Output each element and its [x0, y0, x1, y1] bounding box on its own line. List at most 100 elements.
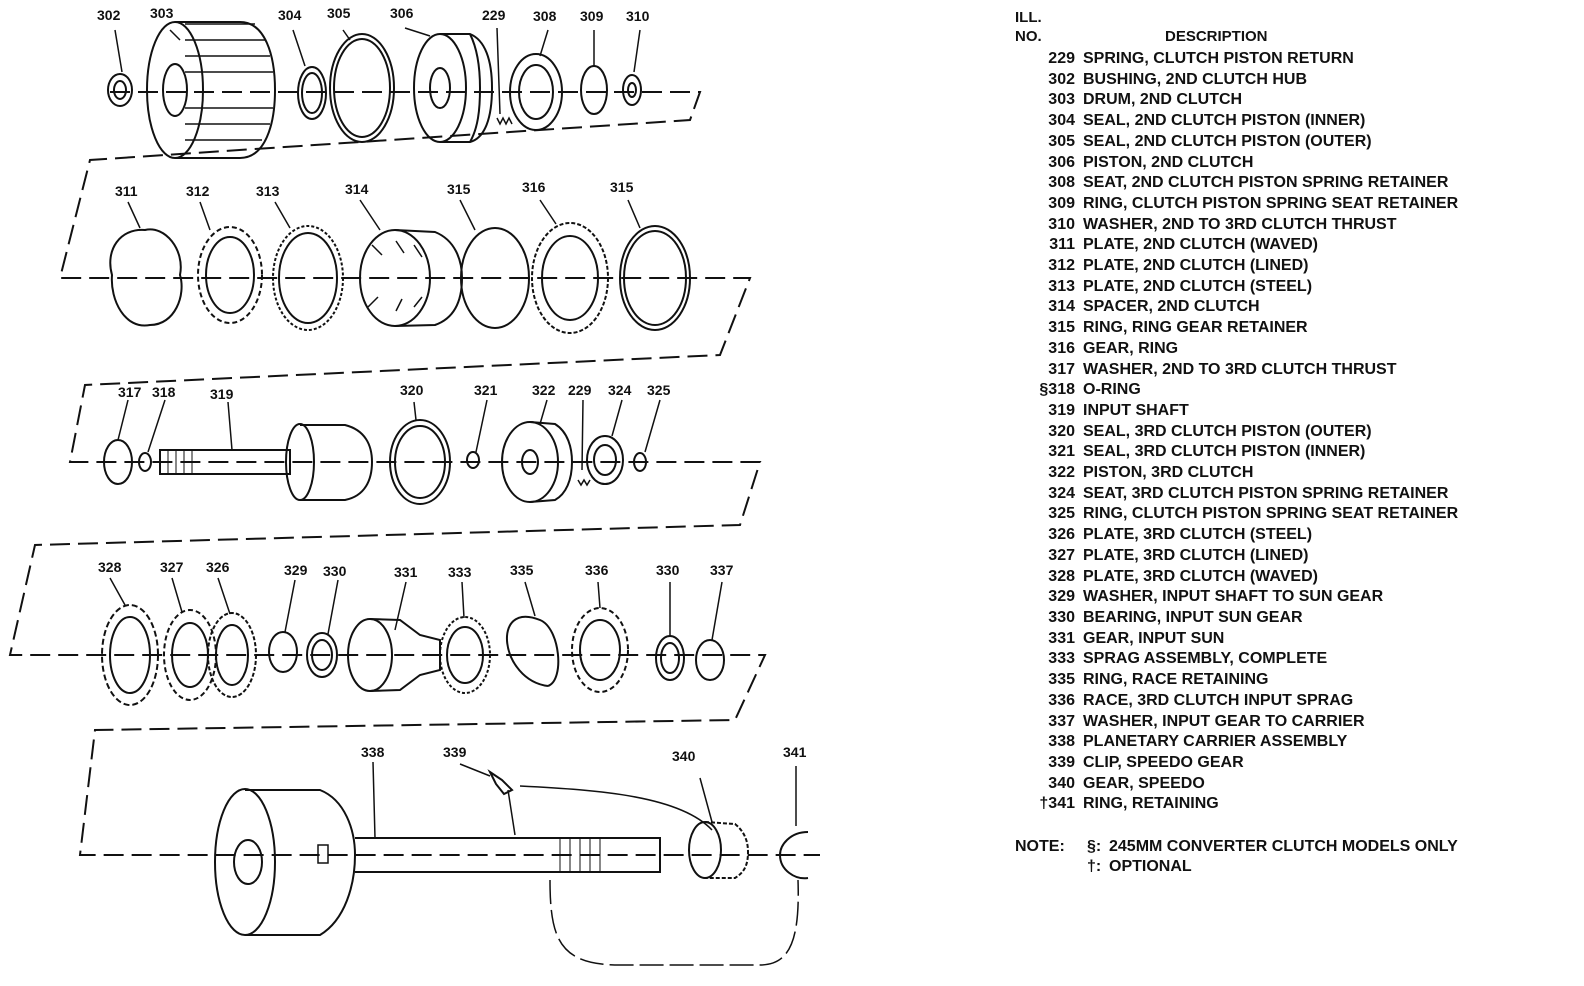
part-311-waved-plate — [109, 228, 183, 327]
part-330-bearing-right — [655, 635, 685, 681]
assembly-centerline — [8, 91, 820, 856]
legend-entry-description: O-RING — [1083, 381, 1141, 399]
legend-entry-number: 339 — [1048, 753, 1075, 771]
legend-entry: §318 O-RING — [1015, 380, 1575, 401]
part-328-waved-plate — [101, 604, 159, 706]
legend-entry-description: SEAL, 3RD CLUTCH PISTON (OUTER) — [1083, 422, 1372, 440]
part-310-washer — [622, 74, 642, 106]
callout-325: 325 — [647, 382, 671, 398]
legend-entry-number: 309 — [1048, 194, 1075, 212]
part-229-spring-row3 — [577, 478, 591, 487]
legend-entry-description: SEAT, 2ND CLUTCH PISTON SPRING RETAINER — [1083, 174, 1449, 192]
legend-entry-number: 310 — [1048, 215, 1075, 233]
legend-entry: 339 CLIP, SPEEDO GEAR — [1015, 753, 1575, 774]
callout-315: 315 — [447, 181, 471, 197]
legend-entry-number: 302 — [1048, 70, 1075, 88]
legend-entry-description: GEAR, SPEEDO — [1083, 774, 1205, 792]
part-341-ring — [778, 831, 809, 880]
part-320-seal — [389, 419, 451, 505]
note-symbol: §: — [1087, 838, 1102, 856]
legend-entry-description: PISTON, 2ND CLUTCH — [1083, 153, 1254, 171]
legend-entry-description: RACE, 3RD CLUTCH INPUT SPRAG — [1083, 691, 1354, 709]
legend-entry-description: SEAT, 3RD CLUTCH PISTON SPRING RETAINER — [1083, 484, 1449, 502]
part-336-race — [571, 607, 629, 693]
part-322-piston — [501, 421, 574, 503]
legend-entry-description: RING, CLUTCH PISTON SPRING SEAT RETAINER — [1083, 505, 1459, 523]
callout-322: 322 — [532, 382, 556, 398]
callout-328: 328 — [98, 559, 122, 575]
note-label-spacer — [1015, 857, 1087, 877]
legend-entry-description: BUSHING, 2ND CLUTCH HUB — [1083, 70, 1307, 88]
callout-321: 321 — [474, 382, 498, 398]
callout-326: 326 — [206, 559, 230, 575]
callout-303: 303 — [150, 5, 174, 21]
callout-229: 229 — [482, 7, 506, 23]
part-340-speedo-gear — [688, 821, 750, 879]
callout-335: 335 — [510, 562, 534, 578]
legend-entry-number: 306 — [1048, 153, 1075, 171]
callout-340: 340 — [672, 748, 696, 764]
callout-320: 320 — [400, 382, 424, 398]
part-330-bearing — [306, 632, 338, 678]
legend-entry-description: GEAR, RING — [1083, 339, 1179, 357]
legend-entry-number: 303 — [1048, 91, 1075, 109]
legend-entry-number: 333 — [1048, 650, 1075, 668]
legend-entry-description: SPRING, CLUTCH PISTON RETURN — [1083, 50, 1354, 67]
callout-339: 339 — [443, 744, 467, 760]
callout-311: 311 — [115, 183, 138, 199]
note-text: 245MM CONVERTER CLUTCH MODELS ONLY — [1109, 838, 1458, 856]
legend-entry-number: †341 — [1039, 795, 1075, 813]
legend-entry-number: 330 — [1048, 608, 1075, 626]
legend-entry: 302 BUSHING, 2ND CLUTCH HUB — [1015, 70, 1575, 91]
legend-entry-number: §318 — [1039, 381, 1075, 399]
callout-318: 318 — [152, 384, 176, 400]
part-321-seal — [466, 451, 480, 469]
exploded-parts-diagram: 302 303 304 305 306 229 308 309 310 311 … — [8, 5, 820, 966]
callout-315b: 315 — [610, 179, 634, 195]
callout-341: 341 — [783, 744, 807, 760]
callout-309: 309 — [580, 8, 604, 24]
part-302-bushing — [107, 73, 133, 107]
part-333-sprag — [439, 616, 491, 694]
part-305-seal — [329, 33, 395, 143]
part-308-seat — [509, 53, 563, 131]
legend-entry-description: RING, CLUTCH PISTON SPRING SEAT RETAINER — [1083, 194, 1459, 212]
legend-header-description: DESCRIPTION — [1165, 28, 1268, 45]
note-row: †: OPTIONAL — [1015, 857, 1575, 877]
legend-entry-number: 312 — [1048, 257, 1075, 275]
note-symbol: †: — [1087, 858, 1102, 876]
callout-308: 308 — [533, 8, 557, 24]
legend-entry-description: CLIP, SPEEDO GEAR — [1083, 753, 1244, 771]
legend-entry-description: PLATE, 3RD CLUTCH (LINED) — [1083, 546, 1309, 564]
callout-331: 331 — [394, 564, 418, 580]
legend-entry-number: 305 — [1048, 132, 1075, 150]
legend-entry-number: 311 — [1049, 236, 1075, 254]
callout-229b: 229 — [568, 382, 592, 398]
legend-entry-description: GEAR, INPUT SUN — [1083, 629, 1225, 647]
callout-302: 302 — [97, 7, 121, 23]
legend-notes: NOTE: §: 245MM CONVERTER CLUTCH MODELS O… — [1015, 837, 1575, 877]
callout-316: 316 — [522, 179, 546, 195]
part-319-input-shaft — [159, 423, 374, 501]
part-303-drum — [146, 21, 277, 159]
part-326-steel-plate — [207, 612, 257, 698]
callout-327: 327 — [160, 559, 184, 575]
legend-entry-description: PLANETARY CARRIER ASSEMBLY — [1083, 733, 1348, 751]
legend-header-row: NO. DESCRIPTION — [1015, 27, 1575, 47]
legend-entry-description: PLATE, 2ND CLUTCH (STEEL) — [1083, 277, 1313, 295]
legend-entry-description: INPUT SHAFT — [1083, 401, 1189, 419]
callout-336: 336 — [585, 562, 609, 578]
part-229-spring — [496, 116, 513, 126]
legend-entry-description: WASHER, INPUT SHAFT TO SUN GEAR — [1083, 588, 1384, 606]
